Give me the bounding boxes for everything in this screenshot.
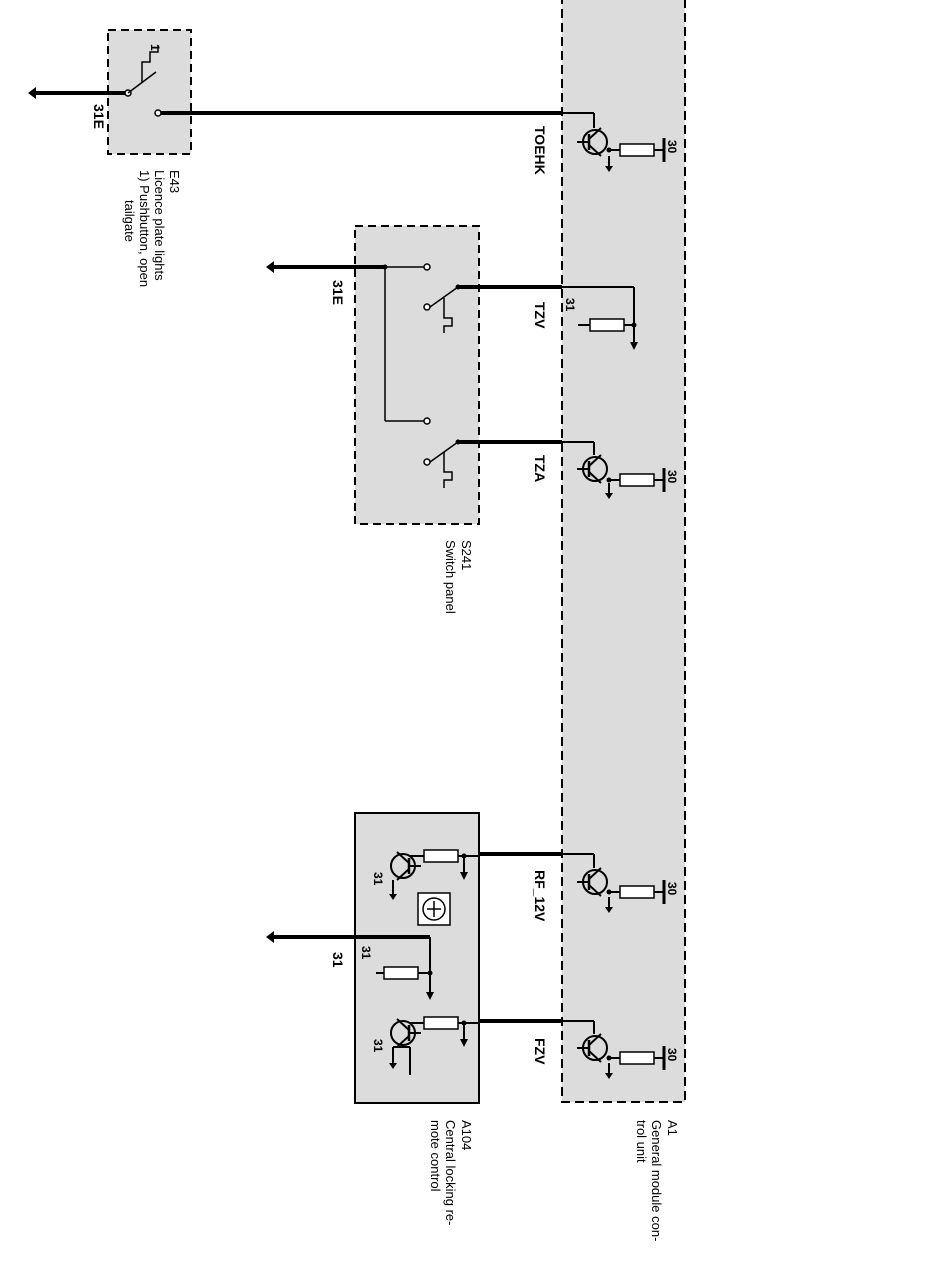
a1-desc-2: trol unit [634, 1120, 649, 1163]
a1-desc-1: General module con- [649, 1120, 664, 1241]
a104-component [266, 812, 480, 1104]
signal-tzv: TZV [532, 302, 548, 329]
a1-stage-tzv [562, 286, 638, 350]
a1-supply-30-3: 30 [665, 882, 679, 896]
a104-inner-ground-1: 31 [371, 872, 385, 886]
a1-stage-rf12v [562, 853, 666, 914]
e43-pin-label: 1 [148, 44, 162, 51]
a1-stage-tza [562, 441, 666, 500]
a104-inner-ground-3: 31 [371, 1039, 385, 1053]
signal-tza: TZA [532, 455, 548, 482]
a1-supply-30-1: 30 [665, 140, 679, 154]
e43-desc-2: 1) Pushbutton, open [137, 170, 152, 287]
a1-supply-30-4: 30 [665, 1048, 679, 1062]
signal-toehk: TOEHK [532, 126, 548, 175]
s241-desc: Switch panel [443, 540, 458, 614]
e43-component [28, 29, 562, 155]
s241-ground-label: 31E [330, 280, 346, 305]
a104-ground-label: 31 [330, 952, 346, 968]
a104-id: A104 [459, 1120, 474, 1150]
s241-component [266, 225, 562, 525]
a1-supply-30-2: 30 [665, 470, 679, 484]
signal-fzv: FZV [532, 1038, 548, 1065]
a1-stage-toehk [562, 112, 666, 173]
e43-id: E43 [167, 170, 182, 193]
a1-module [561, 0, 686, 1103]
a1-id: A1 [665, 1120, 680, 1136]
e43-desc-3: tailgate [122, 200, 137, 242]
a1-stage-fzv [562, 1020, 666, 1080]
signal-rf12v: RF_12V [532, 870, 548, 922]
a104-desc-2: mote control [428, 1120, 443, 1192]
e43-ground-label: 31E [91, 104, 107, 129]
e43-desc-1: Licence plate lights [152, 170, 167, 281]
a1-ground-31: 31 [563, 298, 577, 312]
s241-id: S241 [459, 540, 474, 570]
a104-desc-1: Central locking re- [443, 1120, 458, 1226]
a104-inner-ground-2: 31 [359, 946, 373, 960]
